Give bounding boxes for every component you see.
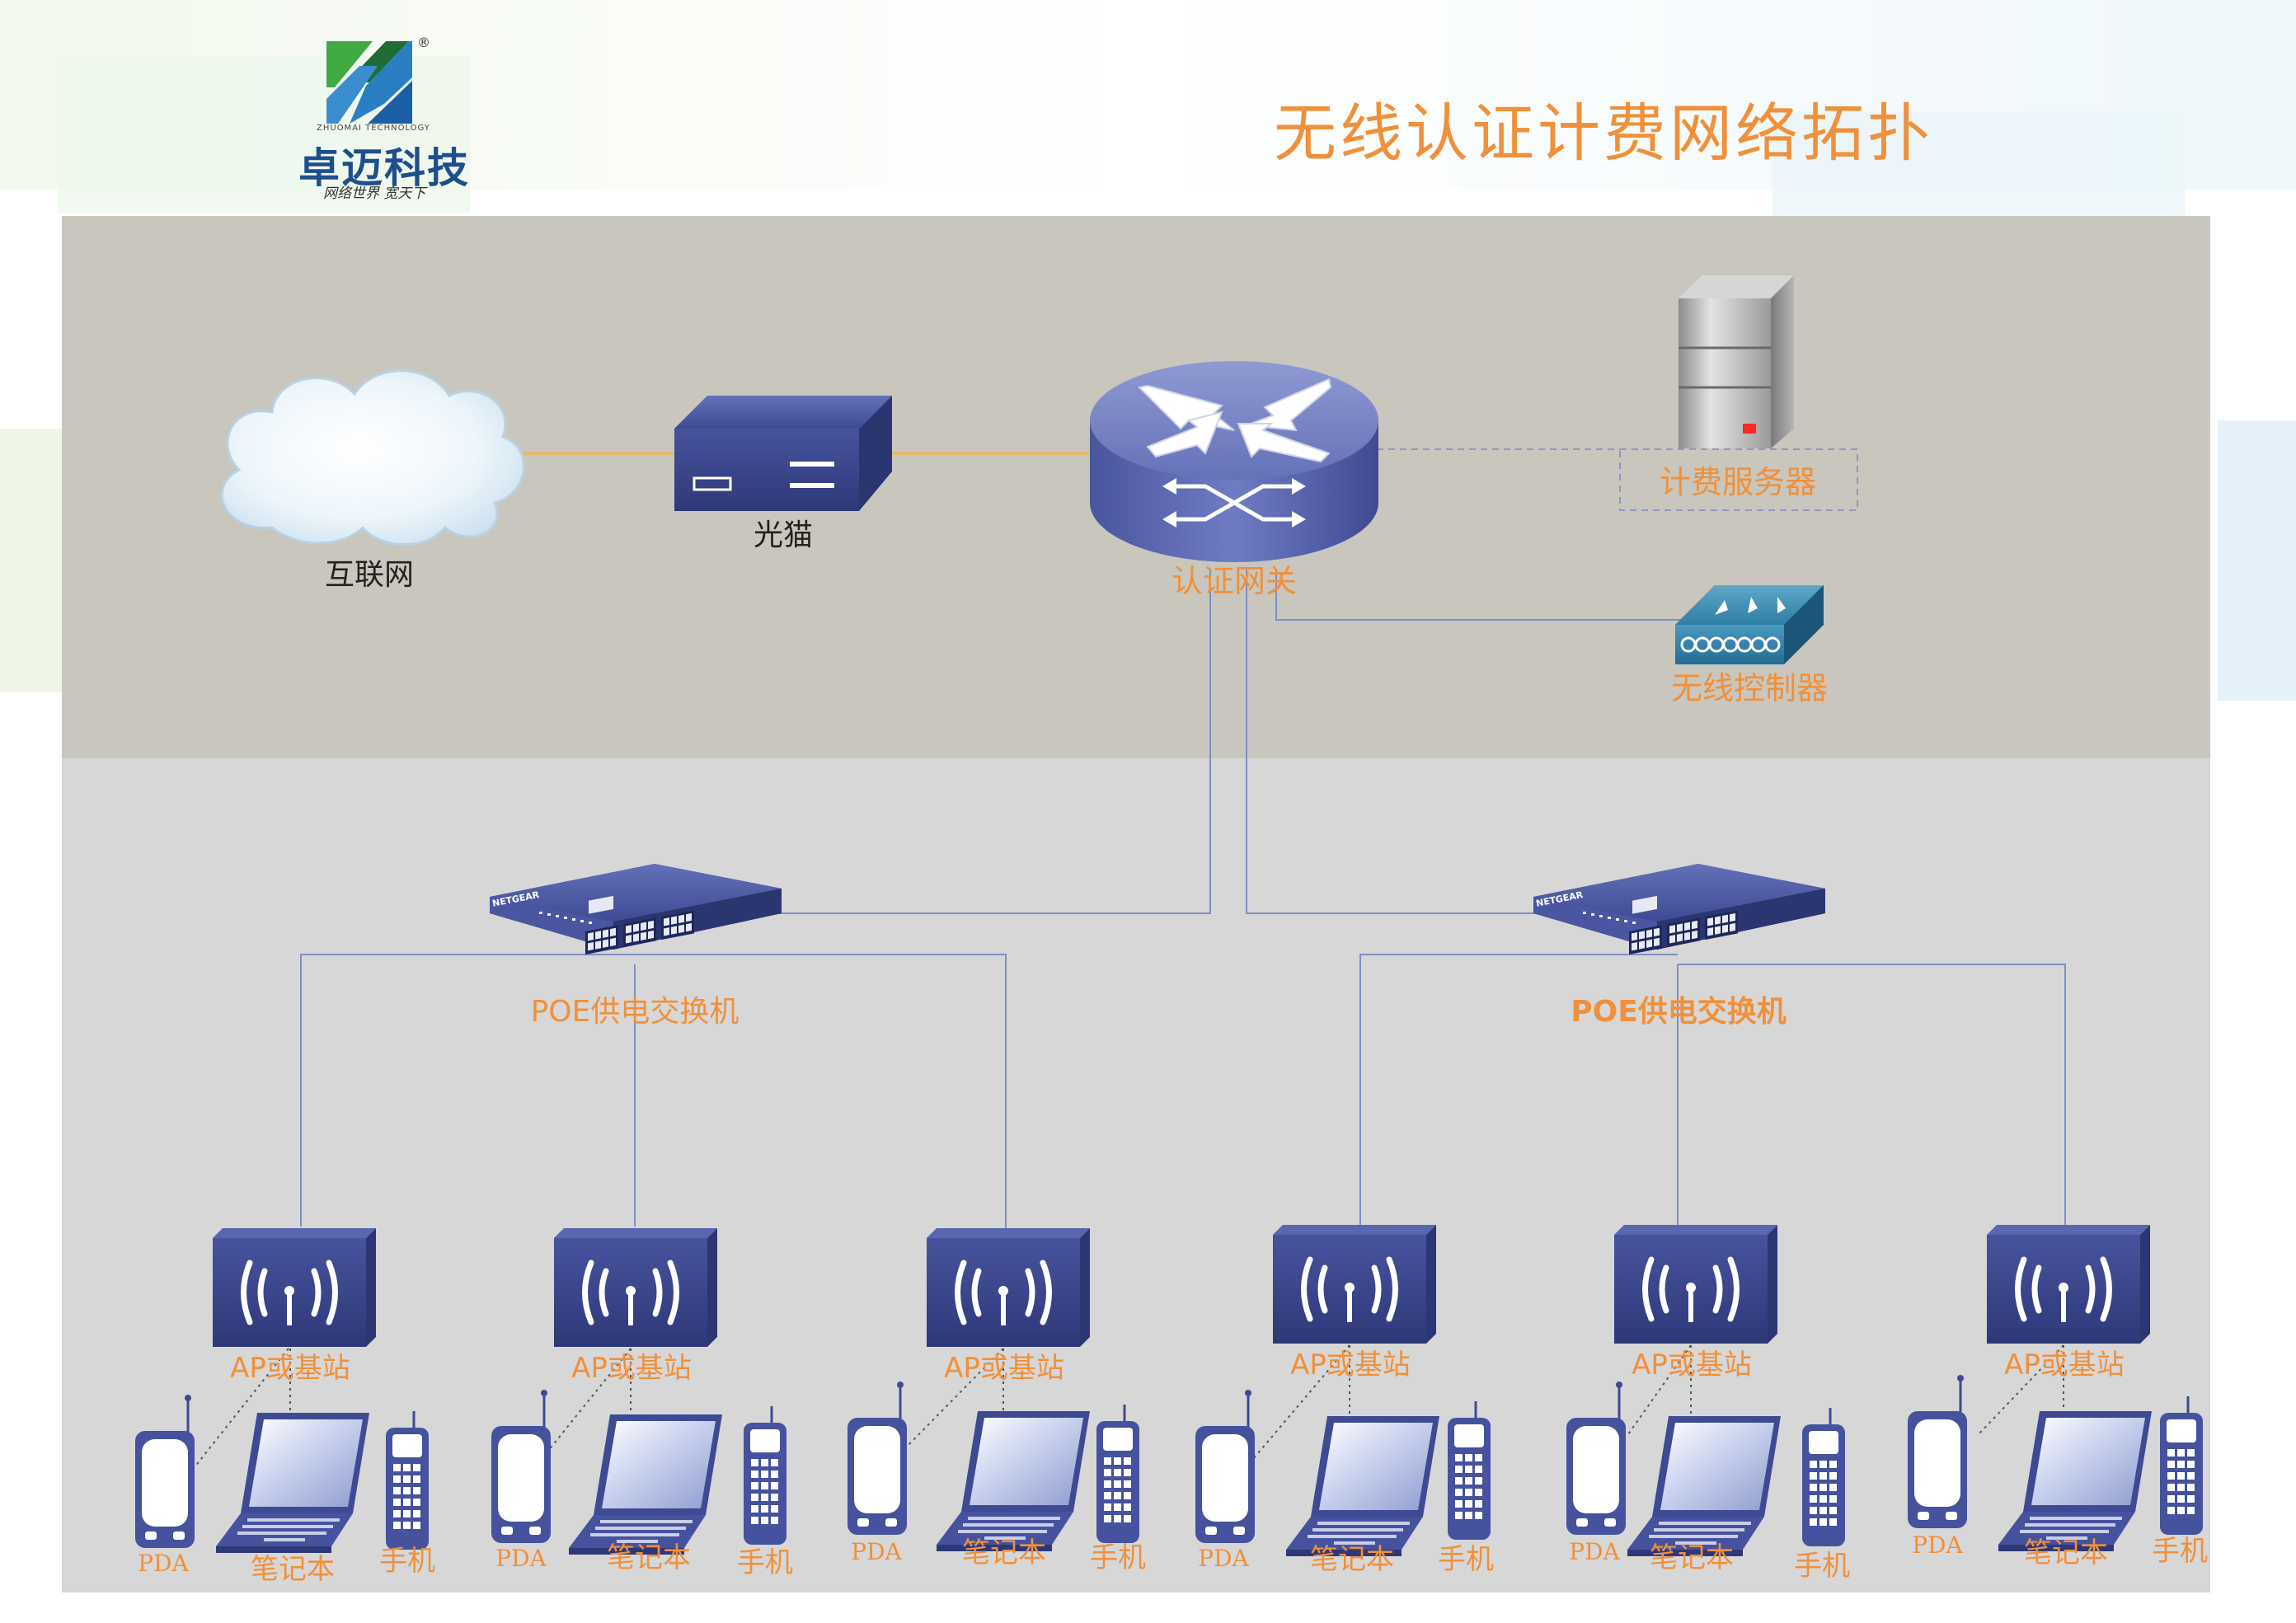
logo-slogan: 网络世界 宽天下 [323,185,426,202]
page-title: 无线认证计费网络拓扑 [1274,96,1933,170]
pda-6-label: PDA [1912,1532,1963,1559]
ap-6-label: AP或基站 [2004,1349,2125,1381]
ap-3-shape [927,1228,1090,1347]
ap-2-shape [554,1228,717,1347]
poe-switch-1-label: POE供电交换机 [530,995,740,1029]
ap-5-shape [1614,1225,1777,1344]
gateway-router-shape [1090,361,1378,562]
modem-shape [674,396,892,511]
wireless-controller-shape [1675,585,1824,664]
wireless-links [194,1344,2064,1468]
pda-3-label: PDA [851,1538,902,1565]
wireless-controller-label: 无线控制器 [1670,670,1829,706]
pda-4-label: PDA [1198,1545,1249,1572]
laptop-5-label: 笔记本 [1650,1541,1734,1574]
modem-label: 光猫 [753,518,814,552]
logo-sub-text: ZHUOMAI TECHNOLOGY [317,124,430,133]
ap-4-shape [1273,1225,1436,1344]
internet-cloud-shape [220,369,525,546]
pda-2-label: PDA [495,1545,547,1572]
ap-6-shape [1987,1225,2150,1344]
logo-mark-shape [326,41,412,124]
gateway-label: 认证网关 [1171,563,1298,599]
laptop-3-label: 笔记本 [962,1536,1046,1569]
laptop-4-label: 笔记本 [1310,1543,1394,1576]
ap-1-shape [213,1228,376,1347]
ap-5-label: AP或基站 [1632,1349,1752,1381]
billing-server-label: 计费服务器 [1659,464,1817,500]
ap-2-label: AP或基站 [571,1352,692,1385]
poe-switch-2-label: POE供电交换机 [1571,995,1787,1029]
laptop-6-label: 笔记本 [2024,1536,2108,1569]
ap-4-label: AP或基站 [1290,1349,1411,1381]
laptop-1-label: 笔记本 [251,1553,335,1586]
internet-label: 互联网 [324,558,415,592]
pda-5-label: PDA [1569,1538,1620,1565]
laptop-2-label: 笔记本 [607,1541,691,1574]
phone-1-label: 手机 [379,1545,435,1578]
phone-4-label: 手机 [1438,1543,1494,1576]
phone-5-label: 手机 [1794,1550,1850,1583]
ap-3-label: AP或基站 [944,1352,1064,1385]
logo-name: 卓迈科技 [298,144,470,192]
phone-6-label: 手机 [2152,1535,2208,1568]
phone-3-label: 手机 [1090,1541,1146,1574]
billing-server-shape [1679,275,1794,448]
ap-1-label: AP或基站 [230,1352,350,1385]
phone-2-label: 手机 [737,1546,793,1579]
logo-registered-mark: ® [417,35,430,50]
pda-1-label: PDA [138,1550,189,1577]
